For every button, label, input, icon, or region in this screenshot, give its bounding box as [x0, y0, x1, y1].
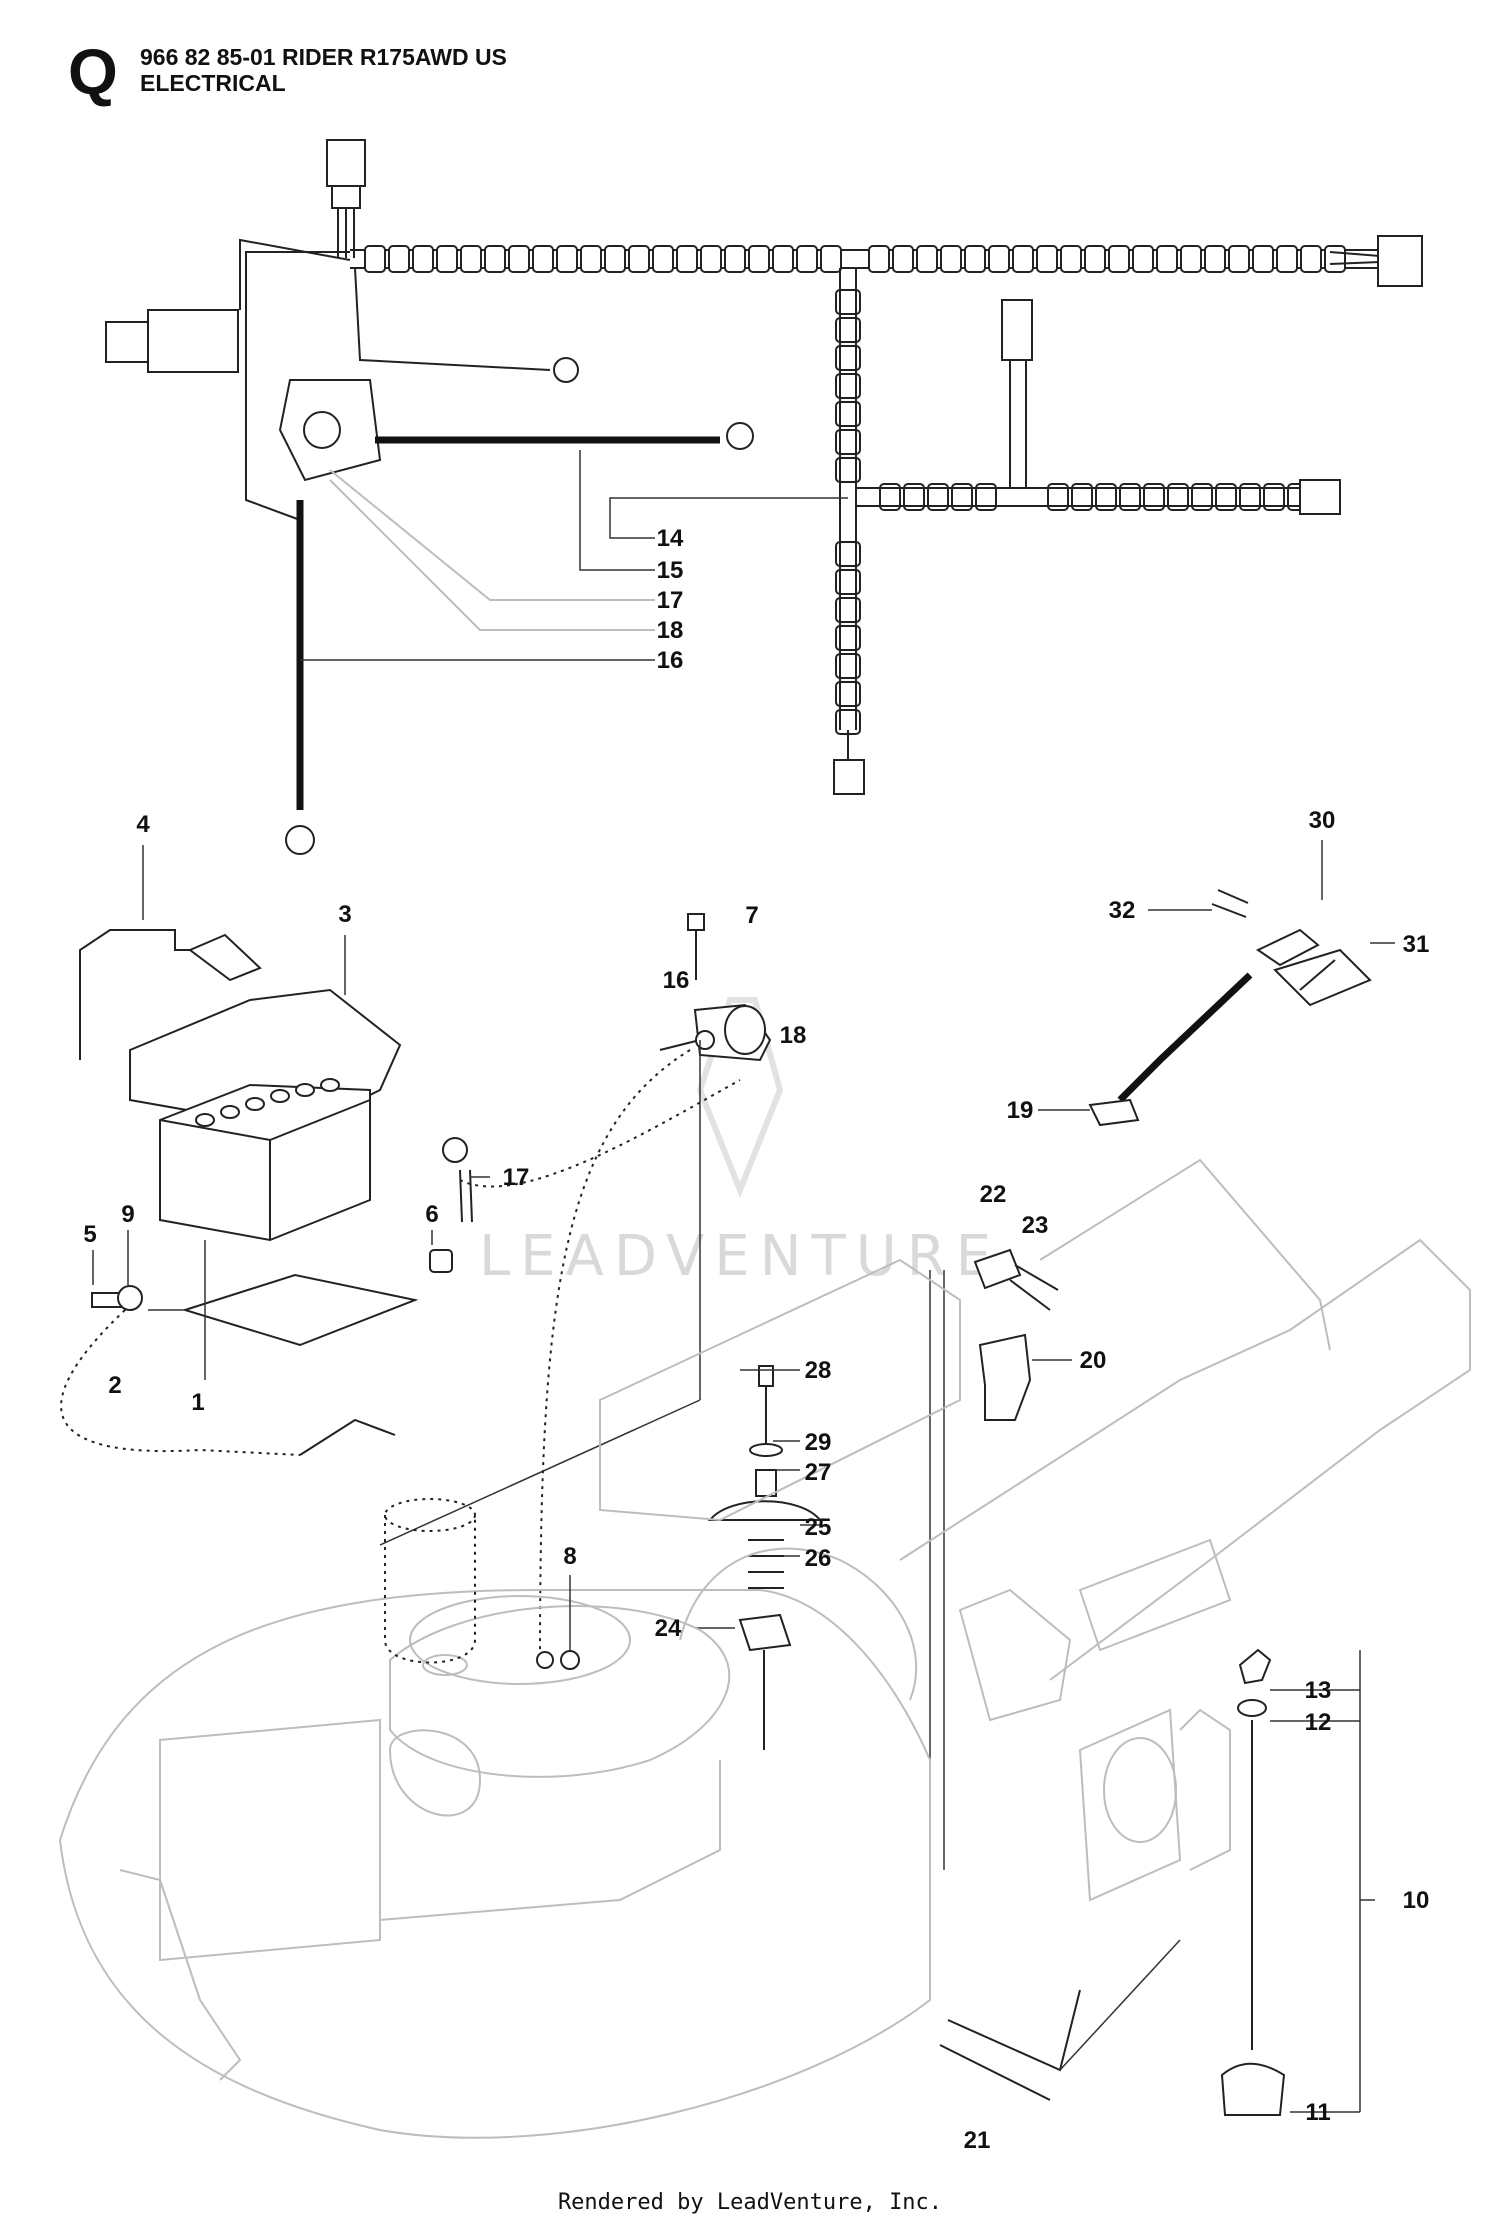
callout-23: 23: [1022, 1212, 1049, 1239]
callout-19: 19: [1007, 1097, 1034, 1124]
footer-credit: Rendered by LeadVenture, Inc.: [557, 2190, 943, 2215]
leader-lines-switch: [1038, 840, 1395, 1111]
fuel-filter-ghost: [384, 1498, 580, 1670]
callout-20: 20: [1080, 1347, 1107, 1374]
callout-8: 8: [563, 1543, 576, 1570]
leader-lines-upper: [300, 450, 848, 661]
callout-3: 3: [338, 901, 351, 928]
section-letter: Q: [68, 36, 118, 108]
battery-assembly: [60, 929, 473, 1456]
callout-17-lower: 17: [503, 1164, 530, 1191]
callout-labels: 1 2 3 4 5 6 7 8 9 10 11 12 13 14 15 16 1…: [83, 525, 1429, 2154]
watermark-text: LEADVENTURE: [479, 1224, 1001, 1289]
callout-9: 9: [121, 1201, 134, 1228]
callout-16-lower: 16: [663, 967, 690, 994]
callout-28: 28: [805, 1357, 832, 1384]
switch-assembly: [1088, 889, 1372, 1127]
callout-7: 7: [745, 902, 758, 929]
callout-32: 32: [1109, 897, 1136, 924]
starter-solenoid: [379, 913, 772, 1661]
callout-17-upper: 17: [657, 587, 684, 614]
callout-13: 13: [1305, 1677, 1332, 1704]
model-title: 966 82 85-01 RIDER R175AWD US: [140, 44, 507, 70]
callout-27: 27: [805, 1459, 832, 1486]
callout-16-upper: 16: [657, 647, 684, 674]
watermark-logo-icon: [696, 997, 784, 1199]
callout-6: 6: [425, 1201, 438, 1228]
callout-10: 10: [1403, 1887, 1430, 1914]
callout-2: 2: [108, 1372, 121, 1399]
callout-24: 24: [655, 1615, 682, 1642]
seat-switch-parts: [695, 1248, 1072, 1870]
callout-29: 29: [805, 1429, 832, 1456]
callout-5: 5: [83, 1221, 96, 1248]
leader-lines-battery: [92, 845, 490, 1380]
wiring-harness: [105, 139, 1423, 855]
callout-25: 25: [805, 1514, 832, 1541]
callout-31: 31: [1403, 931, 1430, 958]
callout-26: 26: [805, 1545, 832, 1572]
callout-21: 21: [964, 2127, 991, 2154]
callout-15: 15: [657, 557, 684, 584]
callout-18-upper: 18: [657, 617, 684, 644]
wire-21: [939, 1939, 1181, 2101]
section-title: ELECTRICAL: [140, 70, 286, 96]
callout-4: 4: [136, 811, 150, 838]
callout-12: 12: [1305, 1709, 1332, 1736]
callout-11: 11: [1305, 2099, 1330, 2126]
callout-1: 1: [191, 1389, 204, 1416]
ignition-switch-parts: [1220, 1648, 1375, 2116]
callout-30: 30: [1309, 807, 1336, 834]
callout-14: 14: [657, 525, 684, 552]
callout-22: 22: [980, 1181, 1007, 1208]
callout-18-lower: 18: [780, 1022, 807, 1049]
tractor-frame-ghost: [58, 1158, 1471, 2139]
leader-lines-seat: [740, 1369, 820, 1557]
